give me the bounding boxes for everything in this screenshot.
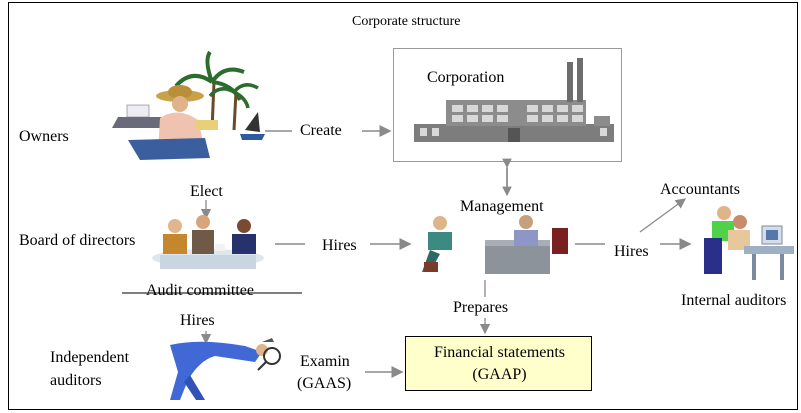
internal-auditors-illustration [704,206,794,280]
owners-label: Owners [19,128,69,145]
hires-internal-label: Hires [614,243,649,260]
board-meeting-illustration [152,215,264,269]
create-label: Create [300,122,342,139]
hires-board-label: Hires [322,237,357,254]
independent-auditors-illustration [170,338,281,400]
examin-label: Examin [300,353,350,370]
internal-auditors-label: Internal auditors [681,292,787,309]
owners-illustration [112,50,265,160]
independent-label: Independent [50,349,130,366]
financial-statements-label: Financial statements [433,344,566,361]
prepares-label: Prepares [453,299,509,316]
corporation-label: Corporation [427,69,505,86]
financial-statements-gaap-label: (GAAP) [472,366,527,383]
financial-statements-box: Financial statements (GAAP) [405,336,592,391]
management-illustration [422,215,568,274]
board-of-directors-label: Board of directors [19,232,136,249]
elect-label: Elect [190,183,223,200]
diagram-title: Corporate structure [352,14,461,29]
accountants-label: Accountants [660,181,740,198]
management-label: Management [460,198,544,215]
audit-committee-label: Audit committee [146,282,254,299]
factory-icon [414,58,614,142]
hires-auditors-label: Hires [180,312,215,329]
gaas-label: (GAAS) [297,375,352,392]
management-accountants-arrow [639,198,687,233]
auditors-label: auditors [50,372,102,389]
